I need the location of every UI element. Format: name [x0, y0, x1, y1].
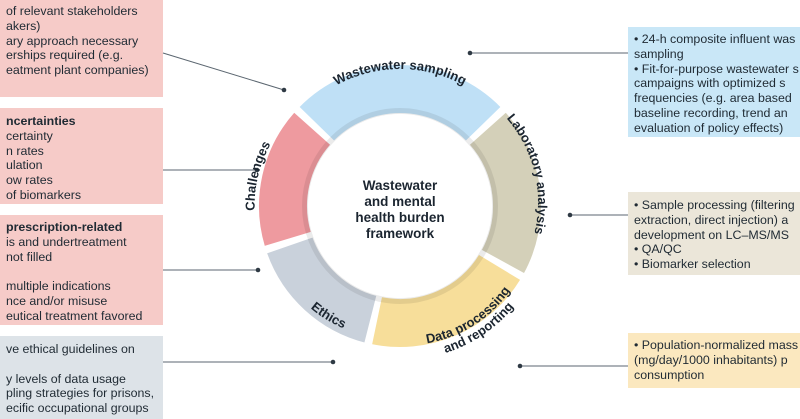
ring-center-disc	[308, 114, 492, 298]
box-text-line: eatment plant companies)	[6, 63, 149, 78]
box-text-line: erships required (e.g.	[6, 48, 124, 63]
box-text-line: n rates	[6, 143, 44, 158]
center-title-line: Wastewater	[362, 178, 438, 193]
box-text-line: development on LC–MS/MS	[634, 227, 789, 242]
ring-segments	[257, 63, 543, 349]
center-title: Wastewater and mental health burden fram…	[330, 178, 470, 242]
box-text-line: nce and/or misuse	[6, 293, 108, 308]
box-text-line: ulation	[6, 158, 43, 173]
sampling-box: • 24-h composite influent was sampling• …	[628, 27, 800, 137]
box-text-line: multiple indications	[6, 279, 111, 294]
box-text-line: y levels of data usage	[6, 371, 126, 386]
box-text-line: sampling	[634, 46, 684, 61]
box-text-line: • 24-h composite influent was	[634, 32, 796, 46]
box-text-line: ncertainties	[6, 114, 76, 128]
box-text-line: pling strategies for prisons,	[6, 386, 155, 401]
connector-lines	[162, 52, 628, 367]
ring-segment-sampling	[296, 63, 504, 144]
box-text-line: • Fit-for-purpose wastewater s	[634, 61, 799, 76]
box-text-line: eutical treatment favored	[6, 308, 143, 323]
center-title-line: and mental	[364, 194, 436, 209]
data-processing-box: • Population-normalized mass (mg/day/100…	[628, 333, 800, 388]
ring-inner-shadow	[302, 108, 498, 304]
laboratory-box: • Sample processing (filtering extractio…	[628, 192, 800, 275]
box-text-line: not filled	[6, 249, 53, 264]
box-text-line: ow rates	[6, 173, 53, 188]
box-text-line: is and undertreatment	[6, 234, 127, 249]
box-text-line: ecific occupational groups	[6, 401, 149, 416]
box-text-line: (mg/day/1000 inhabitants) p	[634, 352, 788, 367]
connector-dots	[254, 50, 573, 369]
box-text-line: • Biomarker selection	[634, 257, 751, 272]
box-text-line: consumption	[634, 367, 705, 382]
center-title-line: health burden	[355, 210, 445, 225]
box-text-line: frequencies (e.g. area based	[634, 91, 792, 106]
box-text-line: prescription-related	[6, 220, 123, 234]
box-text-line: extraction, direct injection) a	[634, 212, 789, 227]
box-text-line: ary approach necessary	[6, 33, 139, 48]
box-text-line: • Sample processing (filtering	[634, 198, 795, 212]
ethics-box-guidelines: ve ethical guidelines on y levels of dat…	[0, 336, 163, 419]
box-text-line: ve ethical guidelines on	[6, 342, 135, 356]
box-text-line: certainty	[6, 128, 53, 143]
box-text-line: • QA/QC	[634, 242, 682, 257]
box-text-line: baseline recording, trend an	[634, 105, 788, 120]
center-title-line: framework	[365, 226, 435, 241]
box-text-line: campaigns with optimized s	[634, 76, 786, 91]
box-text-line: akers)	[6, 18, 41, 33]
box-text-line: of relevant stakeholders	[6, 4, 138, 18]
box-text-line: evaluation of policy effects)	[634, 120, 784, 135]
box-text-line: of biomarkers	[6, 187, 82, 202]
box-text-line: • Population-normalized mass	[634, 338, 799, 352]
